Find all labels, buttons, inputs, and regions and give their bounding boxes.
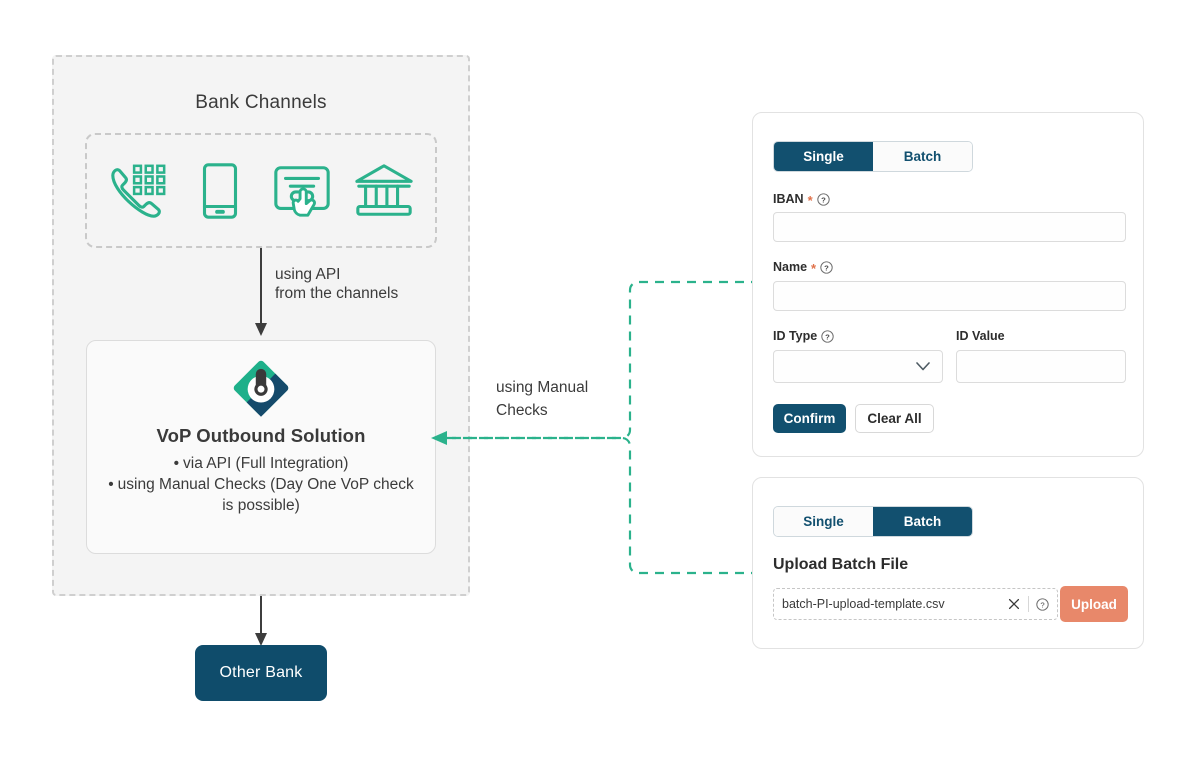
batch-file-name: batch-PI-upload-template.csv [782,597,945,611]
vop-bullet-text: using Manual Checks (Day One VoP check i… [117,476,414,514]
telephone-keypad-icon [111,164,166,218]
batch-upload-panel: Single Batch Upload Batch File batch-PI-… [752,477,1144,649]
svg-text:?: ? [821,195,826,204]
manual-checks-connector [431,280,760,575]
iban-label-text: IBAN [773,192,804,206]
single-check-panel: Single Batch IBAN * ? Name * ? ID Type ? [752,112,1144,457]
id-value-label: ID Value [956,329,1005,343]
iban-input[interactable] [773,212,1126,242]
online-form-click-icon [274,165,330,217]
tab-batch[interactable]: Batch [873,142,972,171]
name-required-marker: * [811,260,817,276]
clear-all-button[interactable]: Clear All [855,404,934,433]
iban-required-marker: * [807,192,813,208]
single-panel-tabs: Single Batch [773,141,973,172]
iban-label: IBAN * ? [773,192,830,208]
channel-icons-group [85,133,437,248]
tab-batch[interactable]: Batch [873,507,972,536]
name-help-icon[interactable]: ? [820,260,833,274]
svg-text:?: ? [1040,600,1044,609]
bank-channels-title: Bank Channels [195,92,327,113]
other-bank-node: Other Bank [195,645,327,701]
batch-file-help-icon[interactable]: ? [1036,597,1049,611]
bullet-dot-icon: • [173,455,179,472]
name-input[interactable] [773,281,1126,311]
id-type-help-icon[interactable]: ? [821,329,834,343]
vop-diamond-logo [233,360,289,417]
upload-button[interactable]: Upload [1060,586,1128,622]
batch-file-dropzone[interactable]: batch-PI-upload-template.csv ? [773,588,1058,620]
api-flow-label: using API from the channels [275,266,399,302]
vop-card-bullets: •via API (Full Integration) •using Manua… [87,453,435,516]
tab-single[interactable]: Single [774,507,873,536]
id-type-label: ID Type ? [773,329,834,343]
batch-panel-tabs: Single Batch [773,506,973,537]
mobile-phone-icon [202,162,238,219]
vop-outbound-solution-card: VoP Outbound Solution •via API (Full Int… [86,340,436,554]
id-type-select[interactable] [773,350,943,383]
chevron-down-icon [916,362,930,371]
other-bank-flow-arrow [255,596,267,646]
bank-building-icon [355,163,413,216]
iban-help-icon[interactable]: ? [816,192,830,206]
manual-checks-label: using Manual Checks [496,379,589,419]
svg-text:?: ? [825,332,830,341]
tab-single[interactable]: Single [774,142,873,171]
vop-bullet-item: •via API (Full Integration) [101,453,421,474]
upload-batch-file-title: Upload Batch File [773,556,909,573]
close-icon[interactable] [1007,597,1021,611]
id-type-label-text: ID Type [773,329,818,343]
svg-text:?: ? [824,263,829,272]
vop-card-title: VoP Outbound Solution [156,425,366,446]
bullet-dot-icon: • [108,476,114,493]
vop-bullet-item: •using Manual Checks (Day One VoP check … [101,474,421,516]
vop-bullet-text: via API (Full Integration) [183,455,349,472]
api-flow-arrow [255,248,267,336]
name-label-text: Name [773,260,808,274]
id-value-input[interactable] [956,350,1126,383]
divider [1028,596,1029,612]
name-label: Name * ? [773,260,833,276]
id-value-label-text: ID Value [956,329,1005,343]
confirm-button[interactable]: Confirm [773,404,846,433]
